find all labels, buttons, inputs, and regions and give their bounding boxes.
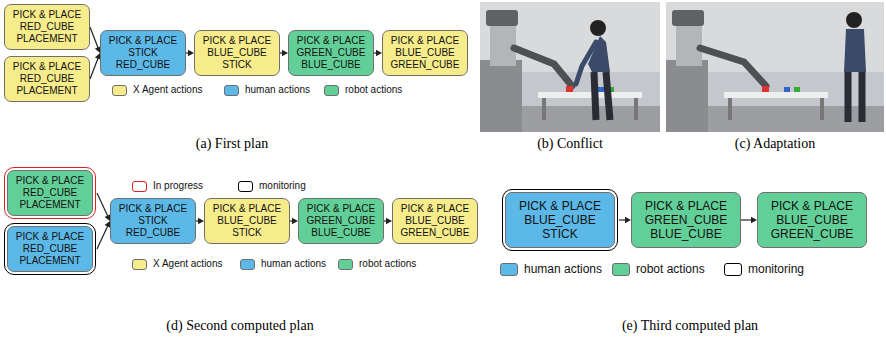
subfigure-caption: (d) Second computed plan <box>166 318 313 334</box>
legend-swatch <box>500 263 518 276</box>
action-box: PICK & PLACE GREEN_CUBE BLUE_CUBE <box>298 198 384 244</box>
legend-item: human actions <box>500 262 602 276</box>
box-label: PICK & PLACE RED_CUBE PLACEMENT <box>10 61 84 97</box>
box-label: PICK & PLACE GREEN_CUBE BLUE_CUBE <box>304 203 378 239</box>
box-label: PICK & PLACE STICK RED_CUBE <box>116 203 190 239</box>
box-label: PICK & PLACE BLUE_CUBE STICK <box>210 203 284 239</box>
box-label: PICK & PLACE STICK RED_CUBE <box>106 35 180 71</box>
legend-swatch <box>240 259 255 270</box>
legend-swatch <box>324 85 339 96</box>
legend-outline-sample <box>238 181 253 192</box>
legend-item: robot actions <box>338 258 416 270</box>
action-box: PICK & PLACE RED_CUBE PLACEMENT <box>7 226 93 272</box>
action-box: PICK & PLACE BLUE_CUBE STICK <box>204 198 290 244</box>
legend-label: robot actions <box>345 84 402 96</box>
legend-item: robot actions <box>612 262 705 276</box>
box-label: PICK & PLACE BLUE_CUBE STICK <box>514 199 606 241</box>
legend-label: human actions <box>524 262 602 276</box>
legend-swatch <box>112 85 127 96</box>
action-box: PICK & PLACE BLUE_CUBE GREEN_CUBE <box>392 198 478 244</box>
legend-swatch <box>612 263 630 276</box>
legend-outline-sample <box>132 181 147 192</box>
connector-arrow <box>619 217 631 223</box>
legend-item: robot actions <box>324 84 402 96</box>
connector-line <box>741 219 752 220</box>
connector-arrow <box>741 217 757 223</box>
legend-label: human actions <box>261 258 326 270</box>
legend-item: human actions <box>240 258 326 270</box>
box-label: PICK & PLACE GREEN_CUBE BLUE_CUBE <box>294 35 368 71</box>
connector-line <box>97 193 108 216</box>
legend-label: robot actions <box>359 258 416 270</box>
action-box: PICK & PLACE RED_CUBE PLACEMENT <box>4 56 90 102</box>
legend-label: human actions <box>245 84 310 96</box>
subfigure-caption: (c) Adaptation <box>735 136 815 152</box>
box-label: PICK & PLACE BLUE_CUBE GREEN_CUBE <box>398 203 472 239</box>
box-label: PICK & PLACE RED_CUBE PLACEMENT <box>13 175 87 211</box>
legend-label: In progress <box>153 180 203 192</box>
legend-label: monitoring <box>259 180 306 192</box>
box-label: PICK & PLACE RED_CUBE PLACEMENT <box>10 9 84 45</box>
connector-arrow <box>97 221 110 249</box>
action-box: PICK & PLACE RED_CUBE PLACEMENT <box>7 170 93 216</box>
connector-arrow <box>97 193 110 221</box>
subfigure-caption: (b) Conflict <box>537 136 603 152</box>
photo-conflict <box>480 2 660 132</box>
legend-label: robot actions <box>636 262 705 276</box>
connector-arrow <box>186 50 194 56</box>
connector-arrow <box>384 218 392 224</box>
connector-line <box>90 58 98 79</box>
action-box: PICK & PLACE BLUE_CUBE GREEN_CUBE <box>382 30 468 76</box>
box-label: PICK & PLACE GREEN_CUBE BLUE_CUBE <box>640 199 732 241</box>
connector-line <box>97 226 108 249</box>
legend-label: X Agent actions <box>133 84 203 96</box>
action-box: PICK & PLACE GREEN_CUBE BLUE_CUBE <box>631 192 741 248</box>
connector-line <box>90 27 98 48</box>
legend-label: monitoring <box>748 262 804 276</box>
legend-item: In progress <box>132 180 203 192</box>
legend-item: X Agent actions <box>112 84 203 96</box>
legend-item: monitoring <box>724 262 804 276</box>
legend-item: human actions <box>224 84 310 96</box>
photo-adaptation <box>666 2 884 132</box>
legend-swatch <box>338 259 353 270</box>
box-label: PICK & PLACE BLUE_CUBE GREEN_CUBE <box>766 199 858 241</box>
legend-swatch <box>132 259 147 270</box>
box-label: PICK & PLACE BLUE_CUBE STICK <box>200 35 274 71</box>
action-box: PICK & PLACE STICK RED_CUBE <box>100 30 186 76</box>
box-label: PICK & PLACE BLUE_CUBE GREEN_CUBE <box>388 35 462 71</box>
box-label: PICK & PLACE RED_CUBE PLACEMENT <box>13 231 87 267</box>
legend-item: monitoring <box>238 180 306 192</box>
subfigure-caption: (a) First plan <box>196 136 268 152</box>
legend-label: X Agent actions <box>153 258 223 270</box>
legend-swatch <box>224 85 239 96</box>
legend-outline-sample <box>724 263 742 276</box>
action-box: PICK & PLACE GREEN_CUBE BLUE_CUBE <box>288 30 374 76</box>
connector-line <box>619 219 626 220</box>
action-box: PICK & PLACE BLUE_CUBE STICK <box>505 192 615 248</box>
connector-arrow <box>374 50 382 56</box>
action-box: PICK & PLACE STICK RED_CUBE <box>110 198 196 244</box>
legend-item: X Agent actions <box>132 258 223 270</box>
connector-arrow <box>196 218 204 224</box>
subfigure-caption: (e) Third computed plan <box>622 318 758 334</box>
connector-arrow <box>280 50 288 56</box>
connector-arrow <box>290 218 298 224</box>
action-box: PICK & PLACE BLUE_CUBE STICK <box>194 30 280 76</box>
action-box: PICK & PLACE RED_CUBE PLACEMENT <box>4 4 90 50</box>
action-box: PICK & PLACE BLUE_CUBE GREEN_CUBE <box>757 192 867 248</box>
